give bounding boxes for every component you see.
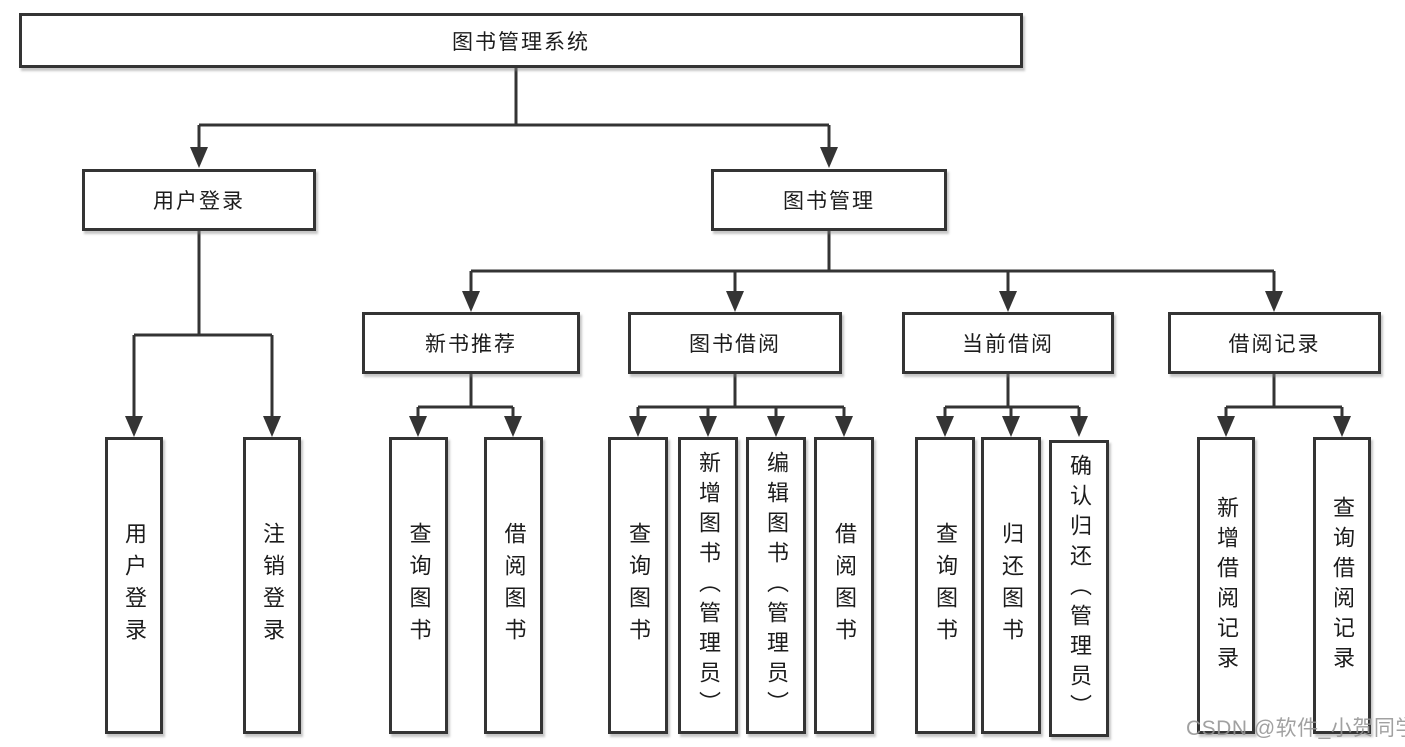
node-user-login: 用户登录: [82, 169, 316, 231]
csdn-watermark: CSDN @软件_小贺同学: [1186, 717, 1405, 740]
connector-lines: [132, 68, 1344, 418]
node-book-management: 图书管理: [711, 169, 947, 231]
node-system-root: 图书管理系统: [19, 13, 1023, 68]
node-book-borrowing: 图书借阅: [628, 312, 842, 374]
leaf-query-books-borrowing: 查询图书: [608, 437, 668, 734]
leaf-user-login: 用户登录: [105, 437, 163, 734]
leaf-query-borrow-record: 查询借阅记录: [1313, 437, 1371, 734]
leaf-add-borrow-record: 新增借阅记录: [1197, 437, 1255, 734]
arrowhead-icons: [125, 147, 1351, 437]
node-current-borrowing: 当前借阅: [902, 312, 1114, 374]
leaf-confirm-return-admin: 确认归还（管理员）: [1049, 440, 1109, 737]
node-new-book-recommend: 新书推荐: [362, 312, 580, 374]
leaf-return-books: 归还图书: [981, 437, 1041, 734]
leaf-edit-books-admin: 编辑图书（管理员）: [746, 437, 806, 734]
leaf-query-books-new: 查询图书: [389, 437, 448, 734]
leaf-add-books-admin: 新增图书（管理员）: [678, 437, 738, 734]
leaf-borrow-books-new: 借阅图书: [484, 437, 543, 734]
leaf-borrow-books: 借阅图书: [814, 437, 874, 734]
leaf-logout: 注销登录: [243, 437, 301, 734]
node-borrow-records: 借阅记录: [1168, 312, 1381, 374]
leaf-query-books-current: 查询图书: [915, 437, 975, 734]
